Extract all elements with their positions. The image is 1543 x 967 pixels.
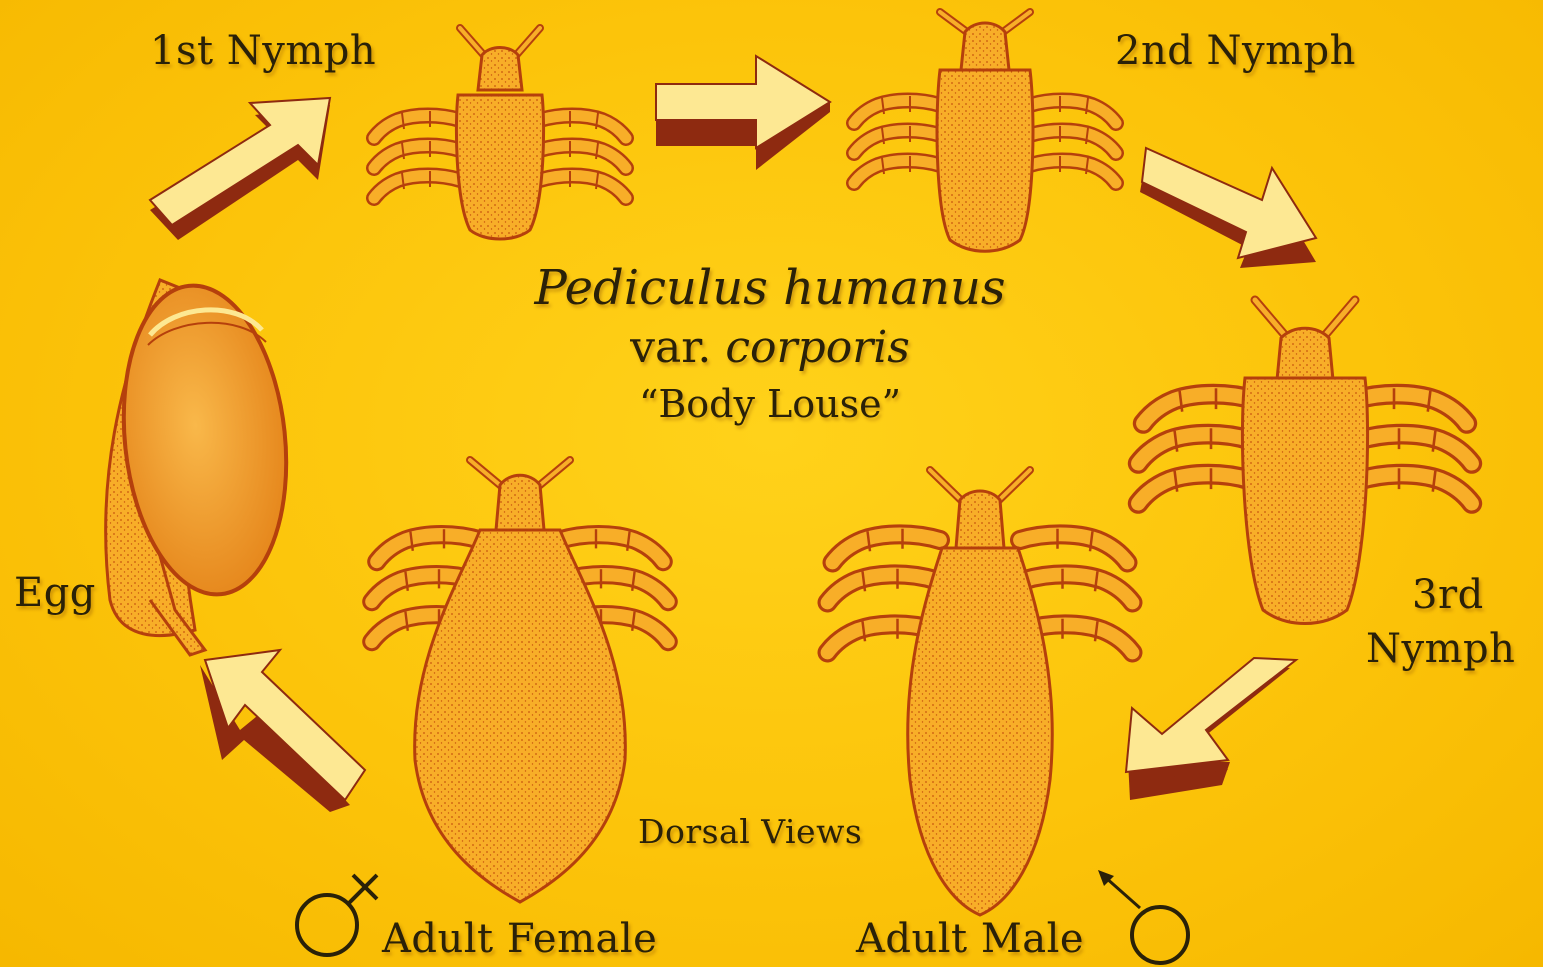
first-nymph-illustration xyxy=(374,28,626,239)
label-adult-female: Adult Female xyxy=(382,916,657,962)
title-species: Pediculus humanus xyxy=(470,258,1070,318)
arrow-adult-female-to-egg xyxy=(200,650,365,812)
arrow-nymph2-to-nymph3 xyxy=(1140,148,1316,268)
egg-illustration xyxy=(106,277,301,655)
adult-male-illustration xyxy=(828,470,1133,915)
label-third-nymph-line1: 3rd xyxy=(1412,572,1484,618)
second-nymph-illustration xyxy=(854,12,1116,251)
title-common-name: “Body Louse” xyxy=(470,378,1070,430)
label-dorsal-views: Dorsal Views xyxy=(638,812,862,851)
title-variety: var. corporis xyxy=(470,318,1070,378)
adult-female-illustration xyxy=(372,460,668,902)
diagram-title: Pediculus humanus var. corporis “Body Lo… xyxy=(470,258,1070,430)
male-pointer-arrow xyxy=(1098,870,1140,908)
male-symbol-icon xyxy=(1132,907,1188,963)
arrow-nymph3-to-adult-male xyxy=(1126,658,1296,800)
arrow-egg-to-nymph1 xyxy=(150,98,330,240)
female-symbol-icon xyxy=(297,875,377,955)
arrow-nymph1-to-nymph2 xyxy=(656,56,830,170)
label-second-nymph: 2nd Nymph xyxy=(1115,28,1356,74)
label-third-nymph-line2: Nymph xyxy=(1366,626,1515,672)
title-variety-prefix: var. xyxy=(630,322,725,373)
label-egg: Egg xyxy=(14,570,96,616)
label-adult-male: Adult Male xyxy=(856,916,1084,962)
label-first-nymph: 1st Nymph xyxy=(150,28,376,74)
title-variety-name: corporis xyxy=(725,322,910,373)
